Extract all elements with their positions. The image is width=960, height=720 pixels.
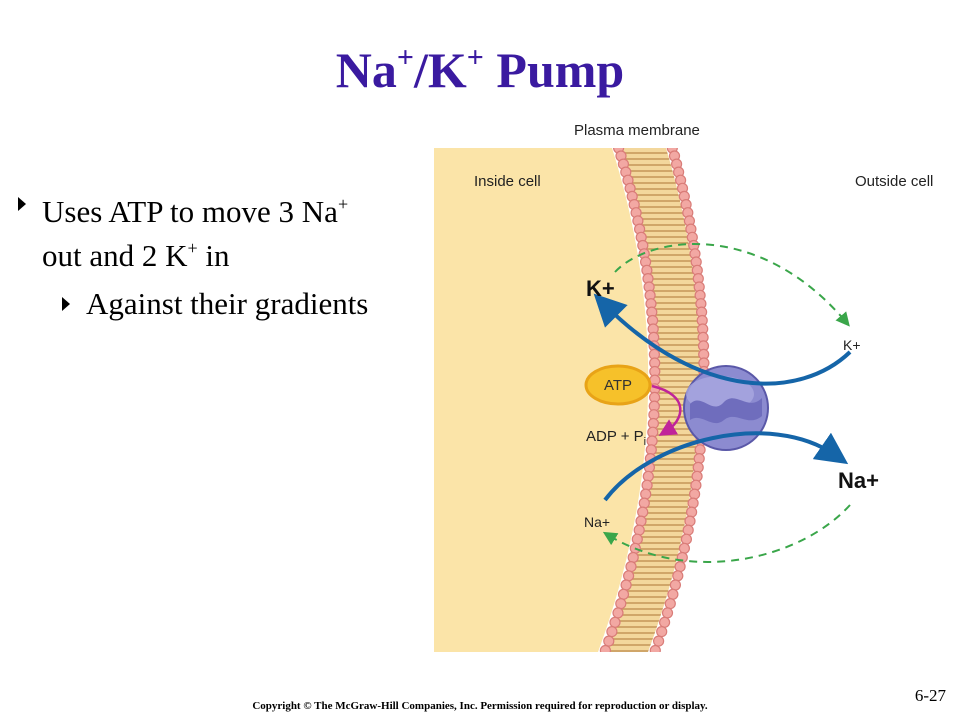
phospholipid-head [640, 488, 652, 500]
phospholipid-head [622, 570, 635, 582]
sodium-inside-label: Na+ [584, 514, 610, 530]
potassium-gradient-arrow [614, 243, 850, 327]
phospholipid-head [674, 560, 686, 573]
lipid-bilayer [606, 148, 700, 652]
sub-bullet-item: Against their gradients [62, 286, 378, 322]
phospholipid-head [647, 655, 657, 665]
phospholipid-head [680, 533, 693, 545]
phospholipid-heads [597, 148, 710, 665]
potassium-in-arrow [593, 293, 852, 386]
phospholipid-head [652, 635, 665, 647]
phospholipid-head [672, 570, 684, 582]
slide-title: Na+/K+ Pump [335, 41, 625, 98]
phospholipid-head [627, 551, 639, 564]
atp-hydrolysis-arrow [651, 384, 682, 436]
phospholipid-head [633, 524, 645, 536]
sodium-out-arrow [603, 431, 849, 502]
phospholipid-head [635, 515, 647, 527]
phospholipid-head [617, 588, 630, 600]
sodium-outside-label: Na+ [838, 468, 879, 493]
phospholipid-head [612, 607, 624, 619]
adp-pi-label: ADP + Pi [586, 428, 646, 448]
phospholipid-head [638, 497, 650, 509]
phospholipid-head [597, 655, 607, 665]
phospholipid-head [688, 488, 701, 500]
bullet-item: Uses ATP to move 3 Na+ out and 2 K+ in [18, 186, 378, 274]
phospholipid-head [603, 635, 615, 647]
pump-protein [683, 365, 769, 451]
sodium-gradient-arrow [602, 504, 851, 563]
cytoplasm [434, 148, 649, 652]
phospholipid-head [599, 644, 611, 652]
potassium-inside-label: K+ [586, 276, 615, 301]
potassium-outside-label: K+ [843, 337, 861, 353]
phospholipid-head [620, 579, 632, 591]
phospholipid-head [661, 607, 674, 619]
phospholipid-head [609, 616, 621, 628]
atp-molecule [584, 364, 652, 406]
phospholipid-head [658, 616, 671, 628]
phospholipid-head [687, 497, 699, 509]
phospholipid-head [606, 625, 618, 638]
phospholipid-head [637, 506, 649, 518]
phospholipid-head [669, 579, 682, 591]
phospholipid-head [625, 560, 637, 573]
inside-cell-label: Inside cell [474, 173, 541, 190]
phospholipid-head [615, 597, 627, 610]
phospholipid-head [682, 524, 694, 536]
phospholipid-head [664, 597, 676, 610]
bullet-arrow-icon [18, 197, 26, 211]
phospholipid-head [685, 506, 698, 518]
phospholipid-head [631, 533, 643, 545]
copyright-notice: Copyright © The McGraw-Hill Companies, I… [252, 700, 708, 712]
plasma-membrane-label: Plasma membrane [574, 122, 700, 139]
bullet-list: Uses ATP to move 3 Na+ out and 2 K+ in A… [18, 186, 378, 322]
bullet-arrow-icon [62, 297, 70, 311]
phospholipid-head [656, 625, 668, 638]
phospholipid-head [649, 644, 661, 652]
outside-cell-label: Outside cell [855, 173, 933, 190]
atp-label: ATP [604, 377, 632, 394]
slide-number: 6-27 [914, 686, 946, 705]
phospholipid-head [667, 588, 679, 600]
phospholipid-head [678, 542, 691, 554]
phospholipid-head [684, 515, 696, 527]
